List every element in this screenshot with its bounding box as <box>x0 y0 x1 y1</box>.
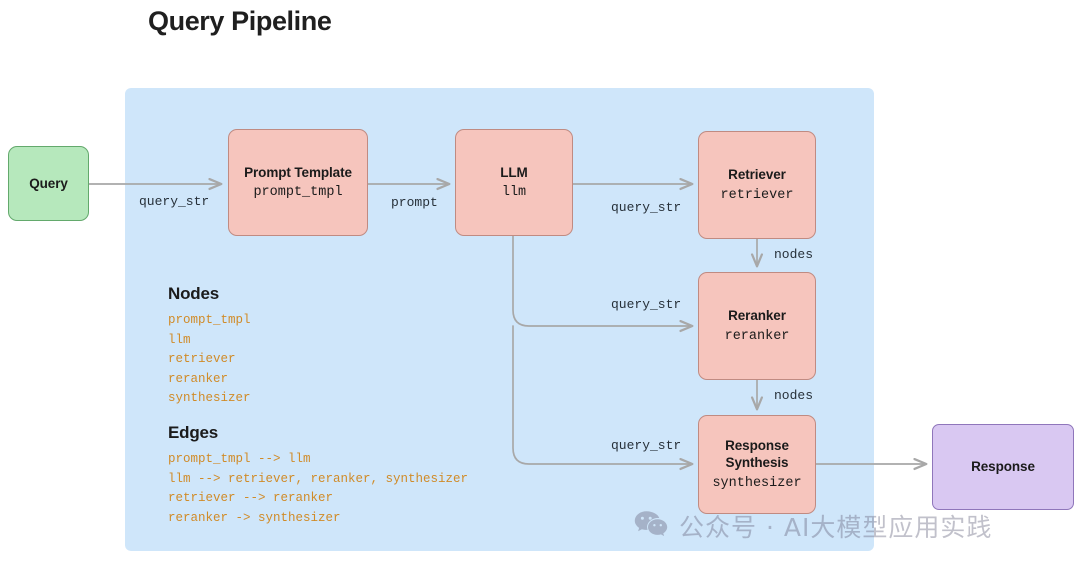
edge-label-query-str-2: query_str <box>611 200 682 215</box>
node-response-synthesis-title-line1: Response <box>725 438 789 454</box>
legend-line: retriever <box>168 352 236 366</box>
watermark-text: 公众号 · AI大模型应用实践 <box>679 513 993 542</box>
node-response-synthesis-id: synthesizer <box>712 475 802 491</box>
node-reranker-id: reranker <box>724 328 790 344</box>
node-response-title: Response <box>971 459 1035 475</box>
node-prompt-template-title: Prompt Template <box>244 164 352 180</box>
legend-nodes-heading: Nodes <box>168 284 219 303</box>
node-response-synthesis-title-line2: Synthesis <box>725 455 789 471</box>
edge-label-query-str-4: query_str <box>611 438 682 453</box>
node-llm-title: LLM <box>500 164 528 180</box>
edge-label-prompt: prompt <box>391 195 438 210</box>
node-llm-id: llm <box>501 185 527 200</box>
legend-line: llm --> retriever, reranker, synthesizer <box>168 471 469 486</box>
node-query-title: Query <box>29 175 68 191</box>
edge-label-query-str-1: query_str <box>139 194 210 209</box>
node-prompt-template[interactable]: Prompt Template prompt_tmpl <box>228 129 368 236</box>
node-query[interactable]: Query <box>8 146 89 221</box>
node-retriever-title: Retriever <box>728 167 786 183</box>
node-retriever-id: retriever <box>720 187 794 203</box>
watermark: 公众号 · AI大模型应用实践 <box>634 508 992 544</box>
edge-label-nodes-1: nodes <box>774 247 814 262</box>
edge-label-nodes-2: nodes <box>774 388 814 403</box>
legend-line: prompt_tmpl --> llm <box>168 452 311 466</box>
legend-edges-list: prompt_tmpl --> llm llm --> retriever, re… <box>168 450 468 528</box>
legend-line: retriever --> reranker <box>168 491 334 505</box>
node-response-synthesis[interactable]: Response Synthesis synthesizer <box>698 415 816 514</box>
legend-line: prompt_tmpl <box>168 313 251 327</box>
legend-edges: Edges prompt_tmpl --> llm llm --> retriev… <box>168 423 468 528</box>
legend-line: reranker <box>168 371 229 386</box>
legend-line: llm <box>168 332 191 347</box>
node-prompt-template-id: prompt_tmpl <box>253 185 343 200</box>
legend-line: reranker -> synthesizer <box>168 510 341 525</box>
legend-edges-heading: Edges <box>168 423 219 442</box>
node-response[interactable]: Response <box>932 424 1074 510</box>
edge-label-query-str-3: query_str <box>611 297 682 312</box>
node-retriever[interactable]: Retriever retriever <box>698 131 816 239</box>
wechat-icon <box>634 510 668 543</box>
node-reranker-title: Reranker <box>728 308 786 324</box>
legend-line: synthesizer <box>168 391 251 405</box>
node-llm[interactable]: LLM llm <box>455 129 573 236</box>
page-title: Query Pipeline <box>148 6 332 36</box>
node-reranker[interactable]: Reranker reranker <box>698 272 816 380</box>
